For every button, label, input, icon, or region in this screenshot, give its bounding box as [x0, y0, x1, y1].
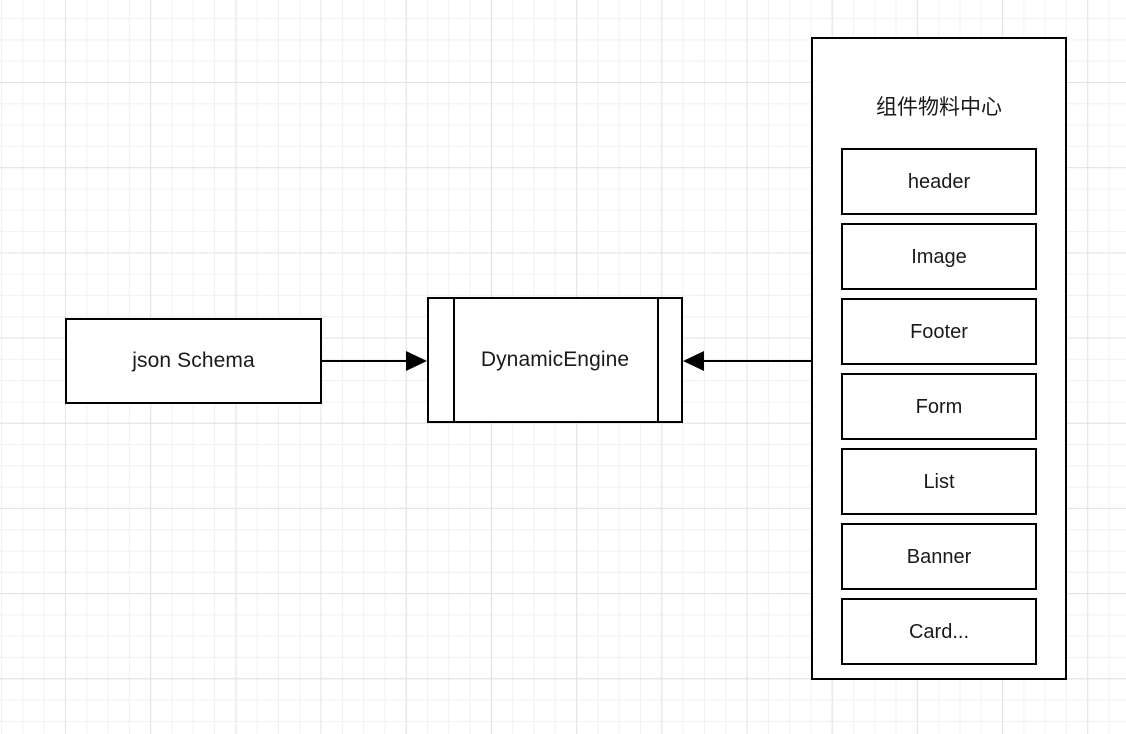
node-json-schema[interactable]: json Schema	[65, 318, 322, 404]
material-item-image[interactable]: Image	[841, 223, 1037, 290]
process-rail-right-icon	[657, 297, 659, 423]
material-item-label: Image	[911, 245, 967, 268]
arrow-left-icon	[683, 351, 704, 371]
material-item-list[interactable]: List	[841, 448, 1037, 515]
node-material-center[interactable]: 组件物料中心 header Image Footer Form List Ban…	[811, 37, 1067, 680]
node-dynamic-engine[interactable]: DynamicEngine	[427, 297, 683, 423]
edge-json-schema-to-dynamic-engine	[322, 360, 414, 362]
material-item-card[interactable]: Card...	[841, 598, 1037, 665]
material-item-label: List	[923, 470, 955, 493]
node-json-schema-label: json Schema	[132, 349, 255, 373]
material-item-banner[interactable]: Banner	[841, 523, 1037, 590]
material-item-label: Banner	[906, 545, 972, 568]
material-item-label: Card...	[908, 620, 970, 643]
material-center-title: 组件物料中心	[876, 96, 1002, 119]
material-item-label: header	[907, 170, 971, 193]
material-item-form[interactable]: Form	[841, 373, 1037, 440]
material-item-footer[interactable]: Footer	[841, 298, 1037, 365]
material-center-item-list: header Image Footer Form List Banner Car…	[841, 148, 1037, 665]
edge-material-center-to-dynamic-engine	[696, 360, 811, 362]
arrow-right-icon	[406, 351, 427, 371]
material-item-header[interactable]: header	[841, 148, 1037, 215]
process-rail-left-icon	[453, 297, 455, 423]
material-item-label: Footer	[910, 320, 968, 343]
node-dynamic-engine-label: DynamicEngine	[480, 348, 630, 372]
material-item-label: Form	[915, 395, 963, 418]
